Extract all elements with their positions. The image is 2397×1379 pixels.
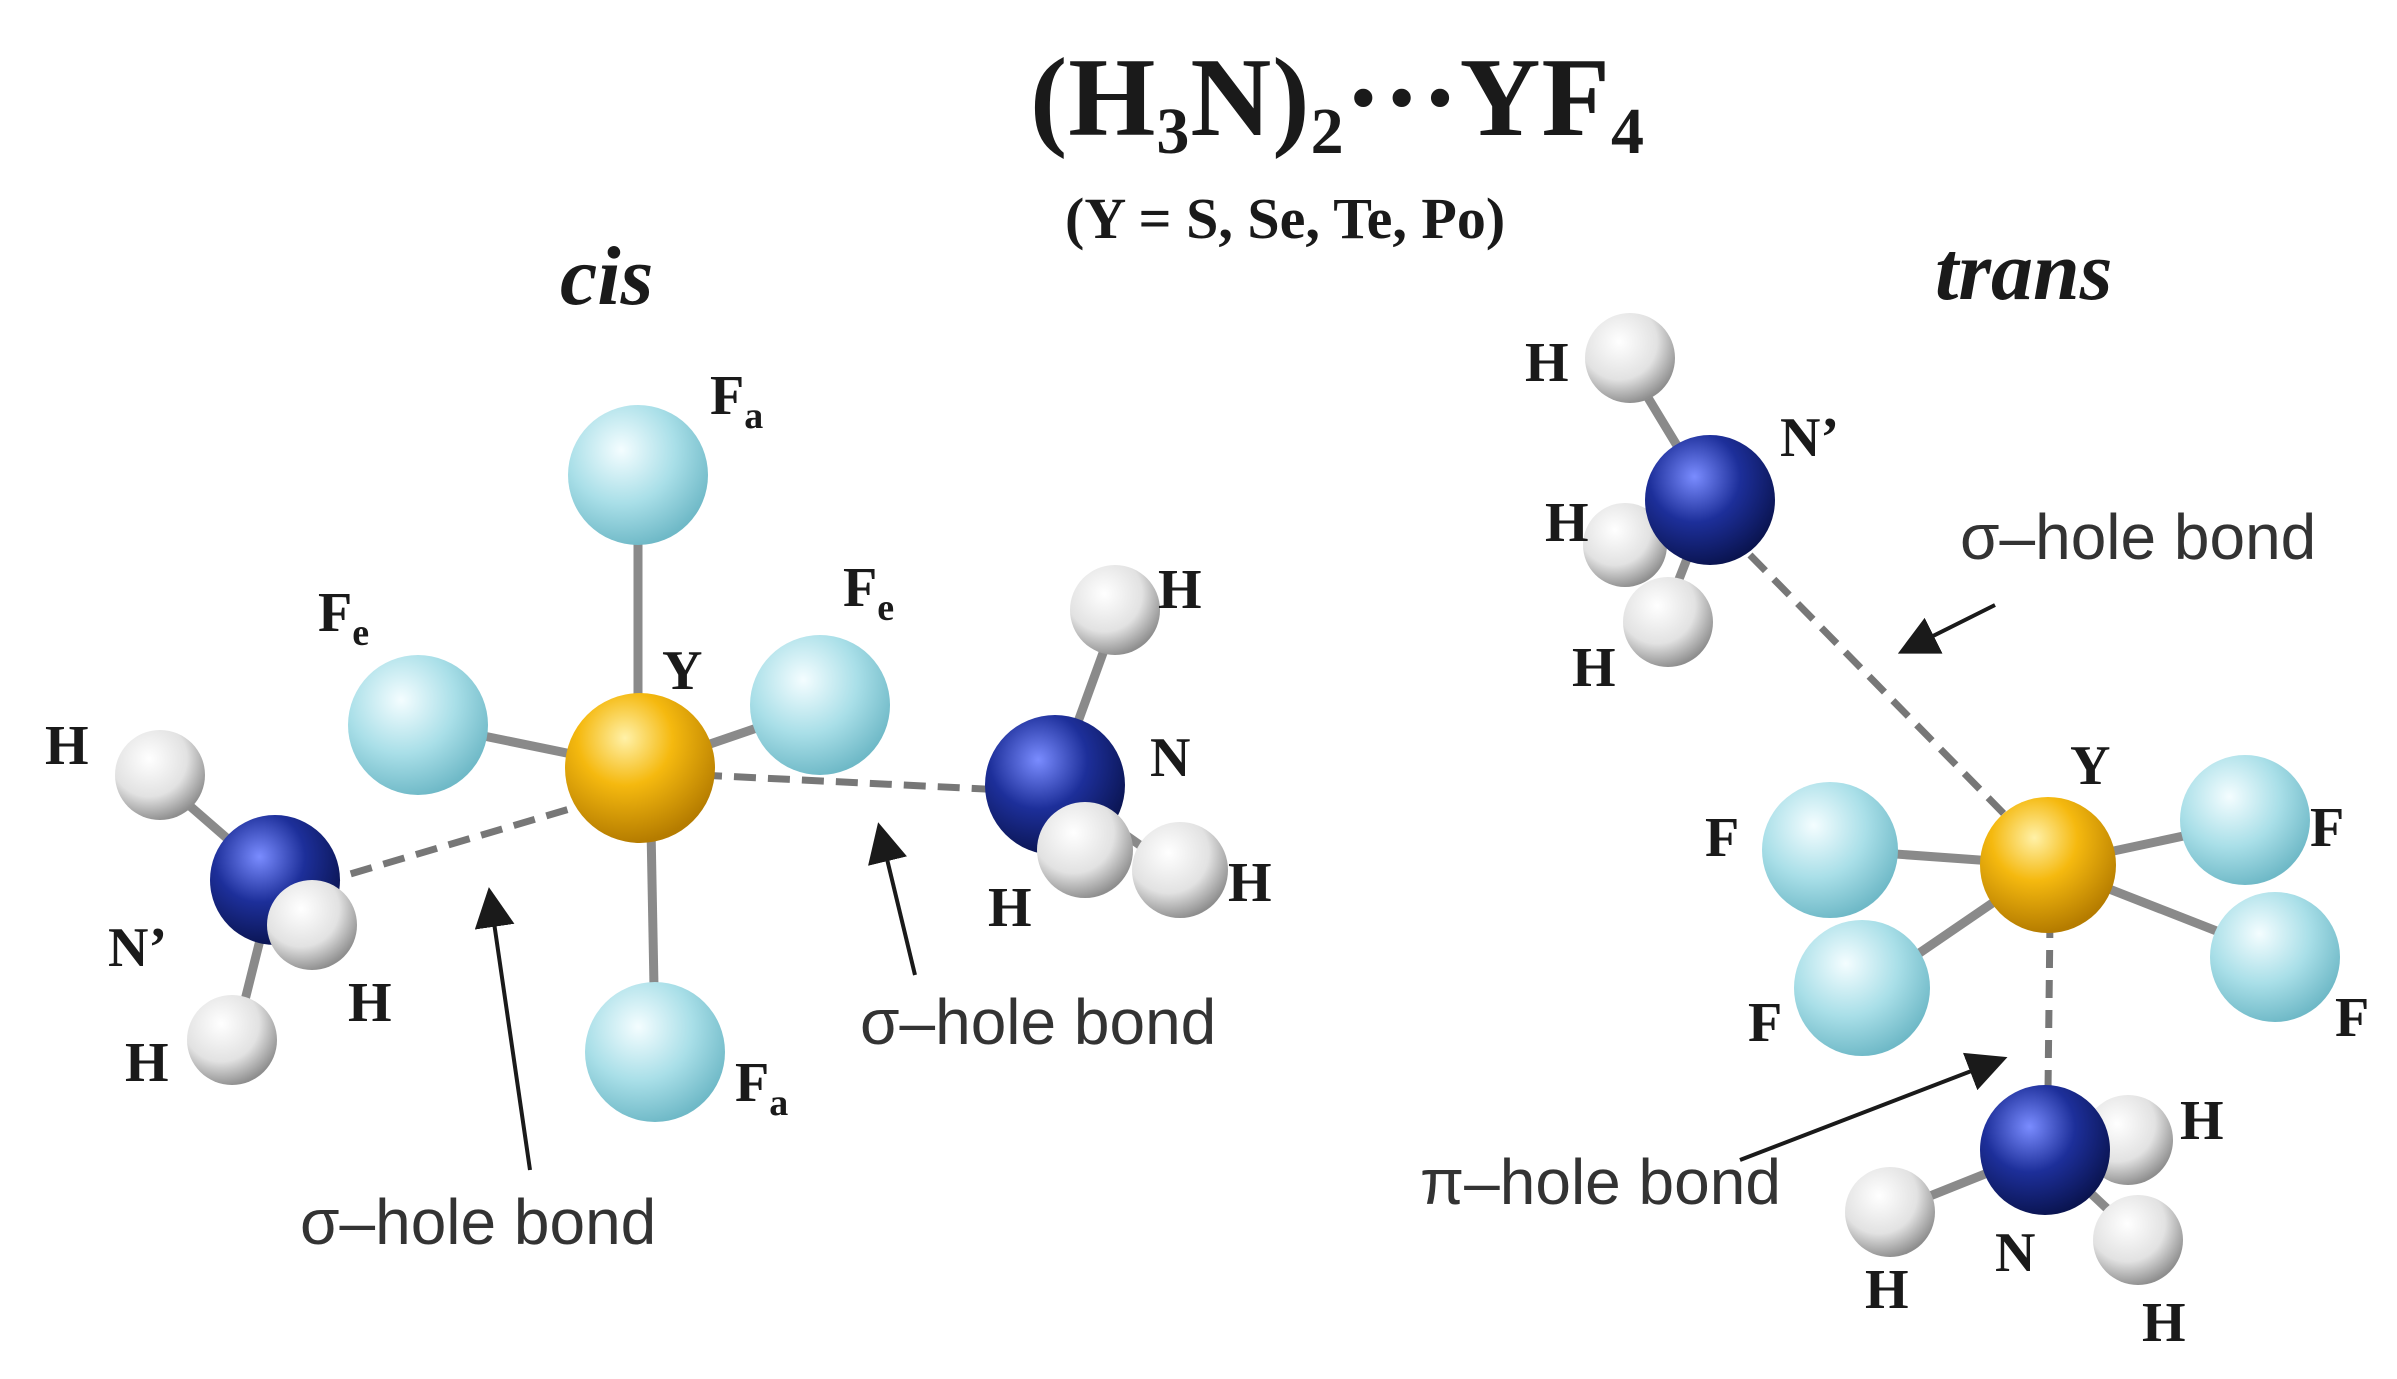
- trans-sigma-hole-dashed: [1747, 552, 2013, 823]
- cis-atom-h-np1: [115, 730, 205, 820]
- cis-arrow-right: [868, 822, 917, 976]
- trans-label-h-np2: H: [1545, 492, 1589, 554]
- cis-sigma-hole-dashed-right: [699, 771, 1006, 794]
- cis-bond-label-right: σ–hole bond: [860, 986, 1217, 1058]
- trans-atom-f2: [2180, 755, 2310, 885]
- diagram-subtitle: (Y = S, Se, Te, Po): [1065, 186, 1506, 251]
- cis-atom-h-n1: [1070, 565, 1160, 655]
- trans-label-h-n1: H: [2180, 1090, 2224, 1152]
- cis-label-n: N: [1150, 727, 1191, 789]
- cis-label-y: Y: [662, 640, 703, 702]
- cis-atom-h-np3: [187, 995, 277, 1085]
- trans-label-h-np1: H: [1525, 332, 1569, 394]
- cis-label-fe-left: Fe: [318, 582, 370, 654]
- cis-label-h-np3: H: [125, 1032, 169, 1094]
- cis-label-h-n3: H: [1228, 852, 1272, 914]
- trans-label-h-np3: H: [1572, 637, 1616, 699]
- trans-label-f4: F: [2335, 987, 2370, 1049]
- trans-atom-h-np1: [1585, 313, 1675, 403]
- trans-label-n-prime: N’: [1780, 407, 1840, 469]
- cis-atom-h-np2: [267, 880, 357, 970]
- cis-label-fe-right: Fe: [843, 557, 895, 629]
- trans-atom-f4: [2210, 892, 2340, 1022]
- trans-bond-label-sigma: σ–hole bond: [1960, 501, 2317, 573]
- cis-sigma-hole-dashed-left: [329, 796, 601, 884]
- trans-atom-h-n2: [1845, 1167, 1935, 1257]
- cis-label-h-np2: H: [348, 972, 392, 1034]
- trans-atom-n-prime: [1645, 435, 1775, 565]
- trans-atom-h-np2: [1583, 503, 1667, 587]
- trans-bond-label-pi: π–hole bond: [1420, 1146, 1781, 1218]
- trans-label-h-n2: H: [1865, 1259, 1909, 1321]
- trans-pi-hole-dashed: [2044, 919, 2054, 1091]
- trans-molecule: [1583, 313, 2340, 1285]
- trans-label-f2: F: [2310, 797, 2345, 859]
- cis-atom-fe-right: [750, 635, 890, 775]
- cis-arrow-left: [474, 887, 532, 1171]
- trans-panel-label: trans: [1935, 225, 2113, 318]
- trans-atom-f3: [1794, 920, 1930, 1056]
- cis-atom-y: [565, 693, 715, 843]
- trans-label-y: Y: [2070, 735, 2111, 797]
- trans-atom-f1: [1762, 782, 1898, 918]
- cis-panel-label: cis: [560, 230, 654, 323]
- cis-atom-h-n3: [1132, 822, 1228, 918]
- cis-label-h-np1: H: [45, 715, 89, 777]
- trans-label-n: N: [1995, 1222, 2036, 1284]
- trans-atom-h-np3: [1623, 577, 1713, 667]
- trans-label-f3: F: [1748, 992, 1783, 1054]
- trans-label-h-n3: H: [2142, 1292, 2186, 1354]
- diagram-title: (H3N)2···YF4: [1030, 36, 1645, 168]
- cis-atom-fa-top: [568, 405, 708, 545]
- cis-label-fa-top: Fa: [710, 365, 764, 437]
- cis-bond-label-left: σ–hole bond: [300, 1186, 657, 1258]
- cis-atom-fa-bottom: [585, 982, 725, 1122]
- cis-atom-fe-left: [348, 655, 488, 795]
- trans-arrow-pi: [1739, 1052, 2008, 1162]
- trans-label-f1: F: [1705, 807, 1740, 869]
- cis-label-h-n1: H: [1158, 559, 1202, 621]
- cis-label-n-prime: N’: [108, 917, 168, 979]
- cis-label-fa-bottom: Fa: [735, 1052, 789, 1124]
- cis-label-h-n2: H: [988, 877, 1032, 939]
- trans-arrow-sigma: [1897, 603, 1996, 654]
- cis-atom-h-n2: [1037, 802, 1133, 898]
- trans-atom-h-n3: [2093, 1195, 2183, 1285]
- trans-atom-n: [1980, 1085, 2110, 1215]
- trans-atom-y: [1980, 797, 2116, 933]
- cis-molecule: [115, 405, 1228, 1171]
